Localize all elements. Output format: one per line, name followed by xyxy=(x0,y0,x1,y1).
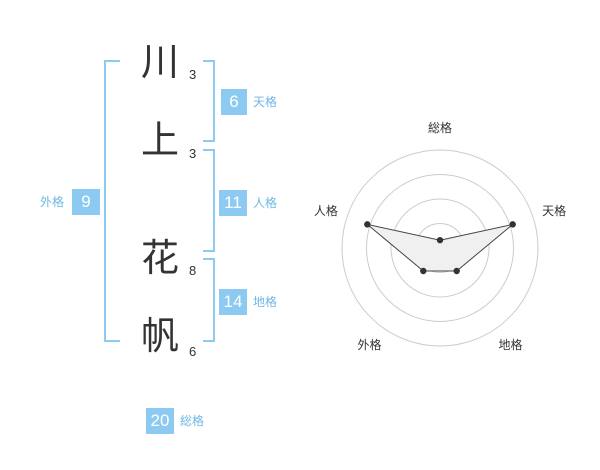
name-char-2: 上 xyxy=(141,118,180,162)
stroke-count-1: 3 xyxy=(189,67,197,82)
chikaku-label: 地格 xyxy=(253,295,278,309)
radar-point xyxy=(509,221,516,228)
name-char-3: 花 xyxy=(141,236,180,280)
stroke-count-3: 8 xyxy=(189,263,197,278)
gaikaku-badge: 9 xyxy=(72,189,100,215)
radar-point xyxy=(436,236,444,244)
radar-axis-label: 天格 xyxy=(542,203,566,218)
radar-ring xyxy=(390,198,490,298)
gaikaku-bracket xyxy=(104,60,120,342)
stroke-count-4: 6 xyxy=(189,344,197,359)
radar-point xyxy=(420,267,427,275)
radar-ring xyxy=(366,174,514,322)
name-char-1: 川 xyxy=(141,40,180,84)
radar-point xyxy=(364,221,371,228)
radar-ring xyxy=(341,149,539,347)
gaikaku-label: 外格 xyxy=(40,195,65,209)
radar-polygon xyxy=(366,223,514,272)
chikaku-bracket xyxy=(203,258,215,342)
radar-axis-label: 外格 xyxy=(357,337,381,352)
name-char-4: 帆 xyxy=(141,314,180,358)
chikaku-badge: 14 xyxy=(219,289,247,315)
stroke-count-2: 3 xyxy=(189,146,197,161)
soukaku-label: 総格 xyxy=(180,414,205,428)
jinkaku-badge: 11 xyxy=(219,190,247,216)
jinkaku-label: 人格 xyxy=(253,196,278,210)
radar-axis-label: 人格 xyxy=(314,203,338,218)
tenkaku-badge: 6 xyxy=(221,89,247,115)
radar-axis-label: 総格 xyxy=(428,120,452,135)
tenkaku-label: 天格 xyxy=(253,95,278,109)
radar-axis-label: 地格 xyxy=(499,337,523,352)
jinkaku-bracket xyxy=(203,149,215,252)
tenkaku-bracket xyxy=(203,60,215,142)
radar-point xyxy=(453,267,460,275)
soukaku-badge: 20 xyxy=(146,408,174,434)
